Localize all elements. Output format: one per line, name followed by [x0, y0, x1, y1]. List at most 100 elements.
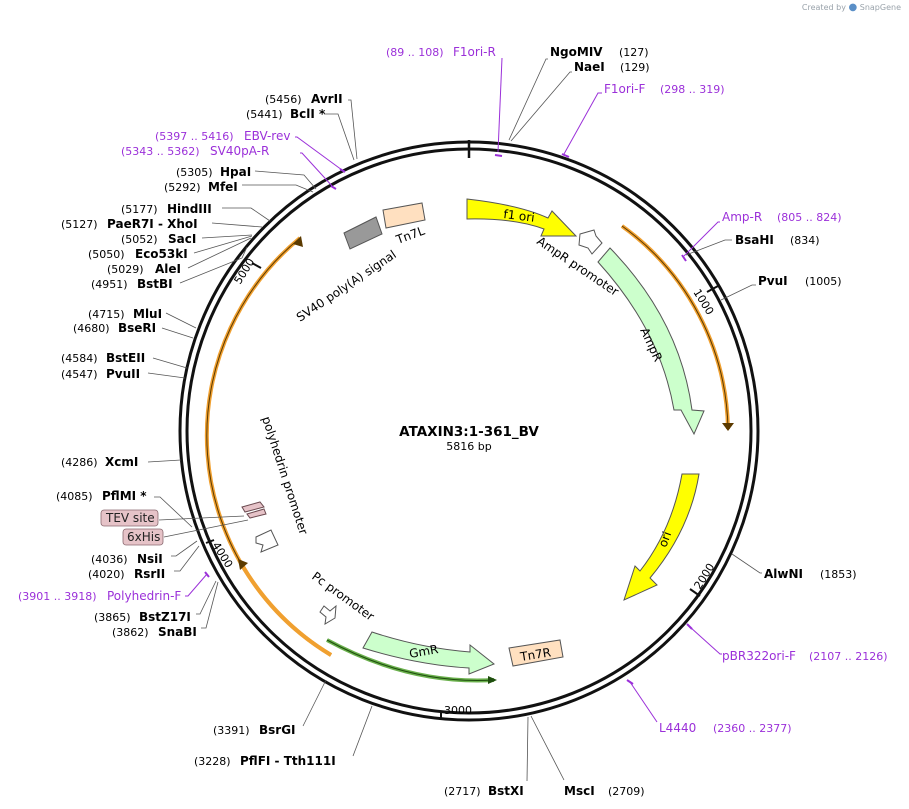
primer-pbr322ori-f[interactable]: pBR322ori-F (2107 .. 2126)	[689, 626, 888, 663]
site-position: (4286)	[61, 456, 98, 469]
site-paer7i-xhoi[interactable]: (5127) PaeR7I - XhoI	[61, 217, 263, 231]
site-eco53ki[interactable]: (5050) Eco53kI	[88, 235, 253, 261]
site-mfei[interactable]: (5292) MfeI	[164, 180, 314, 194]
site-position: (4547)	[61, 368, 98, 381]
watermark-brand: SnapGene	[859, 3, 901, 12]
site-pflmi[interactable]: (4085) PflMI *	[56, 489, 193, 528]
site-alwni[interactable]: AlwNI (1853)	[731, 553, 857, 581]
feature-f1-ori	[466, 198, 578, 237]
site-bsteii[interactable]: (4584) BstEII	[61, 351, 188, 369]
site-name: PflMI *	[102, 489, 147, 503]
site-position: (1853)	[820, 568, 857, 581]
site-bstbi[interactable]: (4951) BstBI	[91, 246, 248, 291]
site-pvui[interactable]: PvuI (1005)	[720, 274, 842, 301]
primer-range: (3901 .. 3918)	[18, 590, 97, 603]
site-alei[interactable]: (5029) AleI	[107, 237, 252, 276]
site-name: BstZ17I	[139, 610, 191, 624]
site-pflfi-tth111i[interactable]: (3228) PflFI - Tth111I	[194, 705, 373, 768]
site-name: AlwNI	[764, 567, 803, 581]
site-name: NaeI	[574, 60, 605, 74]
orf-arc-bottom-left-head	[238, 559, 248, 570]
primer-ebv-rev[interactable]: (5397 .. 5416) EBV-rev	[155, 129, 343, 171]
site-snabi[interactable]: (3862) SnaBI	[112, 581, 219, 639]
tick-mark	[205, 539, 215, 544]
feature-label-tn7l: Tn7L	[393, 224, 427, 248]
feature-label-gmr: GmR	[408, 642, 439, 661]
site-hpai[interactable]: (5305) HpaI	[176, 165, 317, 190]
site-name: BstEII	[106, 351, 145, 365]
primer-polyhedrin-f[interactable]: (3901 .. 3918) Polyhedrin-F	[18, 573, 208, 603]
watermark-prefix: Created by	[801, 3, 846, 12]
site-position: (4951)	[91, 278, 128, 291]
tag-6xhis[interactable]: 6xHis	[122, 519, 249, 546]
site-name: BstBI	[137, 277, 173, 291]
feature-sv40-polya-signal	[343, 216, 383, 250]
primer-range: (89 .. 108)	[386, 46, 444, 59]
feature-label-ori: ori	[656, 530, 674, 549]
site-mlui[interactable]: (4715) MluI	[88, 307, 197, 329]
site-position: (3862)	[112, 626, 149, 639]
site-name: MscI	[564, 784, 595, 798]
feature-ampr	[597, 247, 705, 436]
primer-range: (805 .. 824)	[777, 211, 842, 224]
primer-mark	[681, 254, 687, 262]
primer-range: (298 .. 319)	[660, 83, 725, 96]
feature-label-pc-promoter: Pc promoter	[309, 569, 377, 623]
site-position: (5441)	[246, 108, 283, 121]
feature-label-polyhedrin-promoter: polyhedrin promoter	[259, 415, 310, 537]
primer-f1ori-f[interactable]: F1ori-F (298 .. 319)	[563, 82, 725, 155]
site-name: MfeI	[208, 180, 238, 194]
primer-sv40pa-r[interactable]: (5343 .. 5362) SV40pA-R	[121, 144, 334, 188]
primer-marks	[204, 153, 693, 685]
plasmid-name: ATAXIN3:1-361_BV	[399, 424, 539, 440]
site-position: (4680)	[73, 322, 110, 335]
site-name: PvuII	[106, 367, 140, 381]
feature-label-tn7r: Tn7R	[518, 645, 552, 664]
site-position: (4036)	[91, 553, 128, 566]
site-name: BseRI	[118, 321, 156, 335]
site-xcmi[interactable]: (4286) XcmI	[61, 455, 182, 469]
site-avrii[interactable]: (5456) AvrII	[265, 92, 358, 160]
site-name: HpaI	[220, 165, 251, 179]
site-bstxi[interactable]: (2717) BstXI	[444, 716, 529, 798]
site-bsrgi[interactable]: (3391) BsrGI	[213, 679, 327, 737]
site-saci[interactable]: (5052) SacI	[121, 232, 253, 246]
site-bstz17i[interactable]: (3865) BstZ17I	[94, 580, 217, 624]
site-msci[interactable]: MscI (2709)	[530, 715, 645, 798]
site-nsii[interactable]: (4036) NsiI	[91, 540, 198, 566]
site-name: SacI	[168, 232, 196, 246]
primer-name: L4440	[659, 721, 696, 735]
site-bseri[interactable]: (4680) BseRI	[73, 321, 194, 339]
site-name: HindIII	[167, 202, 212, 216]
primer-range: (2360 .. 2377)	[713, 722, 792, 735]
site-name: SnaBI	[158, 625, 197, 639]
primer-f1ori-r[interactable]: (89 .. 108) F1ori-R	[386, 45, 503, 153]
primer-amp-r[interactable]: Amp-R (805 .. 824)	[683, 210, 842, 257]
primer-l4440[interactable]: L4440 (2360 .. 2377)	[629, 681, 792, 735]
site-bsahi[interactable]: BsaHI (834)	[685, 233, 820, 256]
site-bcli[interactable]: (5441) BclI *	[246, 107, 355, 161]
site-name: BsrGI	[259, 723, 296, 737]
primer-mark	[330, 185, 337, 190]
orf-arc-right-head	[722, 423, 734, 431]
site-ngomiv[interactable]: NgoMIV (127)	[508, 45, 649, 141]
tag-tev-site[interactable]: TEV site	[100, 509, 245, 527]
tick-mark	[706, 285, 719, 293]
site-rsrii[interactable]: (4020) RsrII	[88, 545, 200, 581]
site-name: AleI	[155, 262, 181, 276]
primer-range: (5397 .. 5416)	[155, 130, 234, 143]
snapgene-logo-icon: ●	[848, 2, 858, 13]
site-pvuii[interactable]: (4547) PvuII	[61, 367, 186, 381]
tag-label: 6xHis	[127, 530, 160, 544]
site-name: NgoMIV	[550, 45, 603, 59]
site-name: PvuI	[758, 274, 788, 288]
site-position: (4584)	[61, 352, 98, 365]
feature-ampr-promoter	[578, 229, 603, 255]
feature-label-f1-ori: f1 ori	[503, 207, 536, 225]
primer-name: F1ori-F	[604, 82, 645, 96]
site-naei[interactable]: NaeI (129)	[510, 60, 650, 142]
site-name: XcmI	[105, 455, 138, 469]
site-hindiii[interactable]: (5177) HindIII	[121, 202, 271, 222]
primer-mark	[494, 154, 503, 157]
